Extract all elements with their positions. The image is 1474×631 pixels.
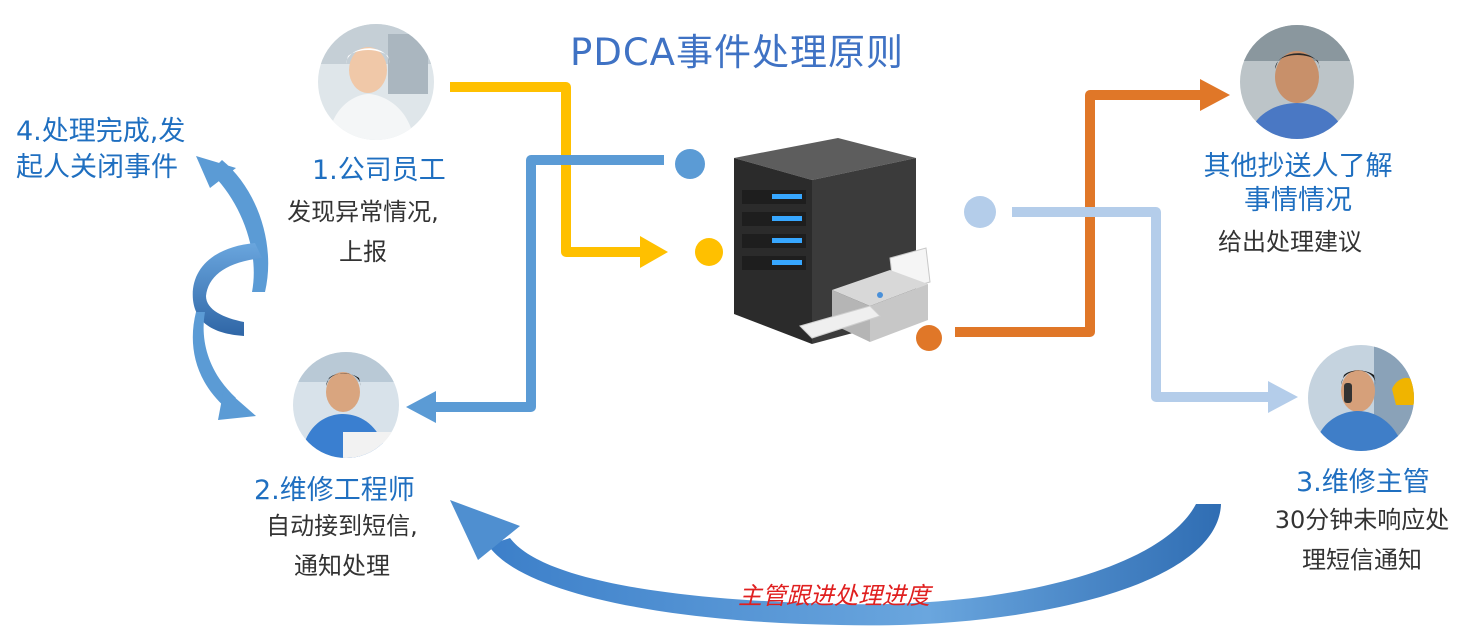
- escalation-arrow: [964, 196, 1298, 413]
- supervisor-title: 3.维修主管: [1296, 467, 1430, 498]
- closure-label-line2: 起人关闭事件: [16, 152, 178, 183]
- dispatch-arrow: [406, 149, 705, 423]
- employee-desc-line1: 发现异常情况,: [287, 198, 439, 226]
- closure-label: 4.处理完成,发 起人关闭事件: [16, 114, 185, 186]
- server-with-printer: [720, 130, 950, 355]
- dispatch-dot: [675, 149, 705, 179]
- printer-icon: [799, 247, 942, 351]
- supervisor-desc: 30分钟未响应处 理短信通知: [1262, 500, 1462, 580]
- supervisor-avatar: [1308, 345, 1414, 451]
- closure-loop-arrow: [192, 156, 269, 420]
- page-title: PDCA事件处理原则: [570, 31, 904, 74]
- engineer-desc-line2: 通知处理: [294, 552, 390, 580]
- cc-title-line2: 事情情况: [1244, 185, 1352, 216]
- supervisor-desc-line1: 30分钟未响应处: [1274, 506, 1450, 534]
- employee-desc-line2: 上报: [339, 238, 387, 266]
- cc-title-line1: 其他抄送人了解: [1203, 151, 1393, 182]
- cc-avatar: [1240, 25, 1354, 139]
- engineer-avatar: [293, 352, 399, 458]
- engineer-title: 2.维修工程师: [254, 475, 415, 506]
- engineer-desc-line1: 自动接到短信,: [266, 512, 418, 540]
- cc-desc: 给出处理建议: [1218, 228, 1362, 256]
- supervisor-desc-line2: 理短信通知: [1302, 546, 1422, 574]
- cc-title: 其他抄送人了解 事情情况: [1188, 150, 1408, 218]
- followup-arrow: [450, 500, 1221, 626]
- report-arrow: [450, 82, 723, 268]
- followup-label: 主管跟进处理进度: [738, 582, 930, 610]
- employee-title: 1.公司员工: [312, 155, 446, 186]
- employee-desc: 发现异常情况, 上报: [268, 192, 458, 272]
- employee-avatar: [318, 24, 434, 140]
- closure-label-line1: 4.处理完成,发: [16, 116, 186, 147]
- engineer-desc: 自动接到短信, 通知处理: [242, 506, 442, 586]
- escalation-dot: [964, 196, 996, 228]
- report-dot: [695, 238, 723, 266]
